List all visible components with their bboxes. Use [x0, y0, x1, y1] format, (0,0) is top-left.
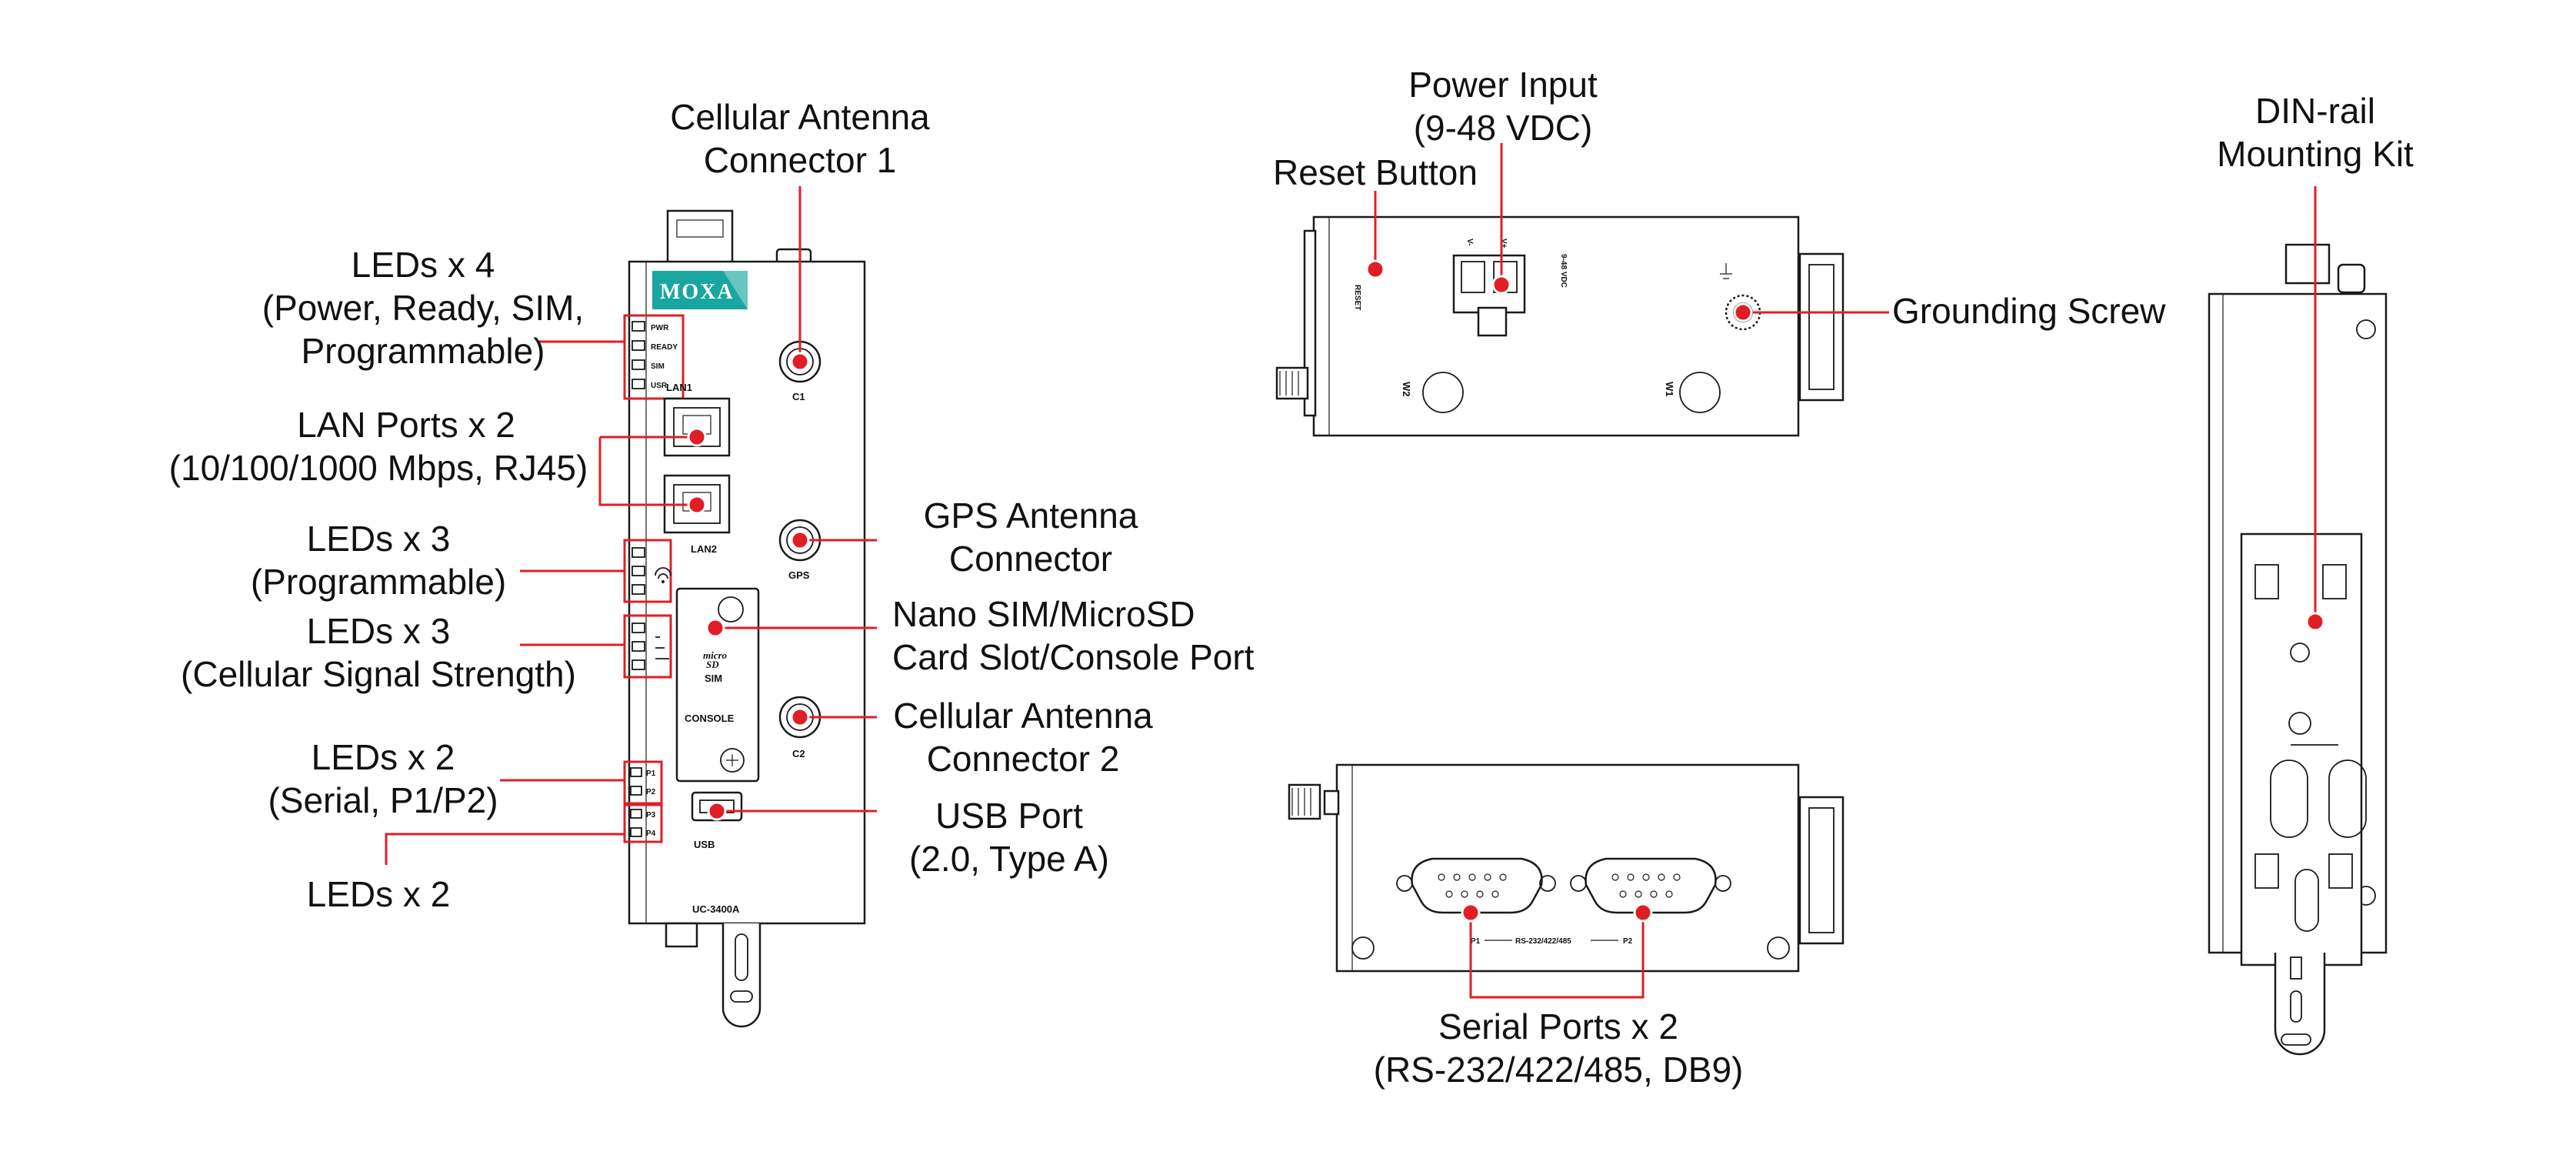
label-leds-x3-prog-line2: (Programmable): [251, 562, 506, 602]
label-cellular-antenna-2-line2: Connector 2: [927, 739, 1120, 779]
vdc-label: 9-48 VDC: [1559, 254, 1568, 288]
gps-label: GPS: [788, 569, 810, 581]
label-sim-line1: Nano SIM/MicroSD: [892, 594, 1195, 634]
v-plus-label: V+: [1499, 239, 1508, 249]
label-din-rail-line2: Mounting Kit: [2217, 134, 2414, 174]
lan-ports: LAN1 LAN2: [663, 382, 731, 555]
top-body: [1312, 215, 1800, 437]
c2-label: C2: [792, 748, 805, 759]
label-usb-line2: (2.0, Type A): [909, 839, 1109, 879]
callout-labels: Cellular Antenna Connector 1 LEDs x 4 (P…: [169, 65, 2414, 1090]
serial-led-p1: P1: [646, 769, 656, 778]
lan2-label: LAN2: [691, 543, 717, 555]
reset-label: RESET: [1353, 285, 1361, 310]
w2-label: W2: [1401, 382, 1412, 397]
label-reset: Reset Button: [1273, 152, 1478, 192]
label-leds-x4-line3: Programmable): [302, 331, 545, 371]
label-sim-line2: Card Slot/Console Port: [892, 637, 1255, 677]
bottom-body: [1335, 763, 1800, 973]
label-leds-x2-serial-line2: (Serial, P1/P2): [268, 780, 498, 820]
cellular-signal-leds: [623, 614, 672, 679]
label-grounding-screw: Grounding Screw: [1892, 291, 2166, 331]
label-gps-line1: GPS Antenna: [924, 496, 1138, 536]
label-lan-line1: LAN Ports x 2: [297, 405, 515, 445]
label-leds-x2-serial-line1: LEDs x 2: [312, 737, 455, 777]
label-cellular-antenna-1-line1: Cellular Antenna: [670, 97, 930, 137]
micro-label: micro: [703, 649, 728, 661]
label-cellular-antenna-2-line1: Cellular Antenna: [893, 696, 1153, 736]
led-label-usr: USR: [651, 382, 668, 390]
usb-label: USB: [694, 839, 715, 850]
label-power-line2: (9-48 VDC): [1414, 108, 1593, 148]
label-leds-x3-cell-line1: LEDs x 3: [307, 611, 451, 651]
label-gps-line2: Connector: [949, 539, 1112, 579]
label-leds-x3-cell-line2: (Cellular Signal Strength): [181, 654, 576, 694]
p2-port-label: P2: [1623, 937, 1633, 946]
model-label: UC-3400A: [692, 903, 740, 915]
label-leds-x4-line1: LEDs x 4: [352, 245, 495, 285]
label-cellular-antenna-1-line2: Connector 1: [704, 140, 897, 180]
led-label-sim: SIM: [651, 362, 665, 371]
label-serial-line2: (RS-232/422/485, DB9): [1374, 1050, 1744, 1090]
label-leds-x4-line2: (Power, Ready, SIM,: [262, 288, 584, 328]
rs-port-label: RS-232/422/485: [1515, 937, 1571, 946]
label-usb-line1: USB Port: [935, 796, 1083, 836]
serial-led-p4: P4: [646, 830, 656, 838]
console-label: CONSOLE: [685, 713, 735, 724]
usb-port: USB: [691, 791, 743, 850]
label-serial-line1: Serial Ports x 2: [1438, 1006, 1678, 1046]
p1-port-label: P1: [1471, 937, 1481, 946]
v-minus-label: V-: [1465, 239, 1474, 245]
side-view: [2208, 243, 2388, 1056]
top-view: RESET V- V+ 9-48 VDC W2 W1: [1275, 215, 1845, 437]
led-label-pwr: PWR: [651, 324, 669, 332]
lan1-label: LAN1: [666, 382, 692, 393]
label-leds-x3-prog-line1: LEDs x 3: [307, 519, 451, 559]
label-din-rail-line1: DIN-rail: [2255, 91, 2375, 131]
led-label-ready: READY: [651, 343, 678, 352]
label-lan-line2: (10/100/1000 Mbps, RJ45): [169, 448, 588, 488]
serial-led-p2: P2: [646, 788, 656, 796]
callout-leaders: [385, 143, 2325, 999]
c1-label: C1: [792, 391, 805, 402]
label-leds-x2: LEDs x 2: [307, 874, 451, 914]
moxa-logo-text: MOXA: [660, 280, 735, 304]
serial-led-p3: P3: [646, 811, 656, 820]
sd-label: SD: [706, 659, 719, 670]
bottom-view: P1 RS-232/422/485 P2: [1288, 763, 1845, 973]
front-view: MOXA PWR READY SIM USR LAN1 LAN2: [623, 209, 866, 1028]
w1-label: W1: [1664, 382, 1675, 397]
serial-leds: P1 P2 P3 P4: [623, 760, 663, 843]
moxa-logo-badge: [652, 271, 748, 309]
sim-slot-label: SIM: [705, 673, 722, 684]
label-power-line1: Power Input: [1408, 65, 1598, 105]
status-leds: PWR READY SIM USR: [623, 314, 685, 400]
sim-console-compartment: micro SD SIM CONSOLE: [675, 587, 760, 783]
